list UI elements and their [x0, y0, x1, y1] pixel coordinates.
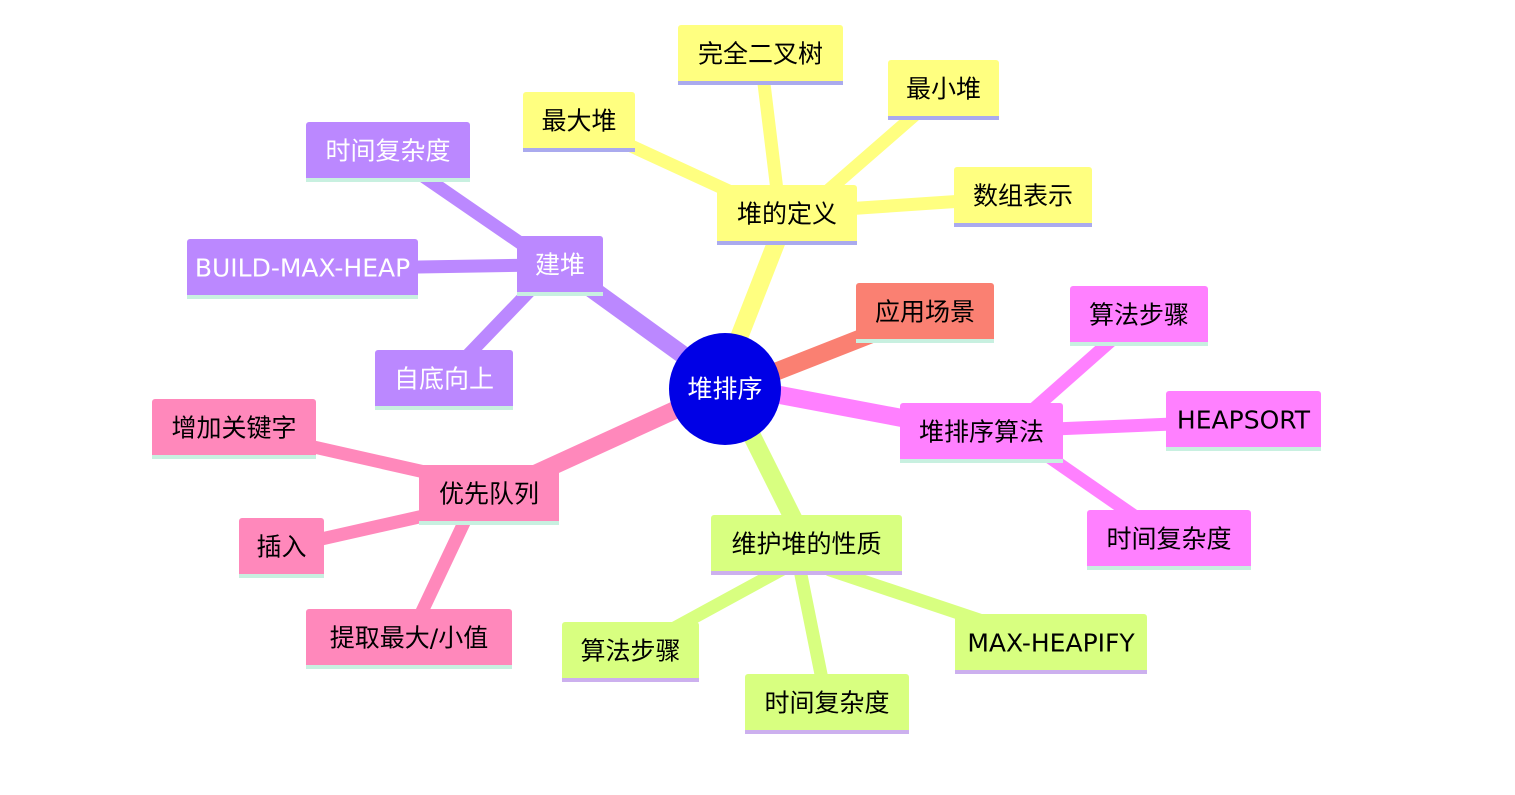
branch-0-child-1-box: [523, 92, 635, 152]
branch-3-child-0[interactable]: 算法步骤: [562, 622, 699, 682]
branch-5-child-2[interactable]: 自底向上: [375, 350, 513, 410]
branch-node-1-underline: [856, 339, 994, 343]
branch-0-child-1-label: 最大堆: [541, 107, 616, 136]
branch-0-child-3-underline: [954, 223, 1092, 227]
branch-0-child-2-label: 最小堆: [906, 75, 981, 104]
branch-2-child-1[interactable]: HEAPSORT: [1166, 391, 1321, 451]
branch-0-child-1[interactable]: 最大堆: [523, 92, 635, 152]
branch-node-5-box: [517, 236, 603, 296]
branch-2-child-2-label: 时间复杂度: [1106, 525, 1231, 554]
branch-node-4-box: [419, 465, 559, 525]
branch-3-child-1-underline: [745, 730, 909, 734]
branch-node-4-label: 优先队列: [439, 480, 539, 509]
branch-node-3[interactable]: 维护堆的性质: [711, 515, 902, 575]
branch-node-5-label: 建堆: [535, 251, 585, 280]
branch-node-2[interactable]: 堆排序算法: [900, 403, 1063, 463]
branch-node-1-box: [856, 283, 994, 343]
branch-node-2-box: [900, 403, 1063, 463]
branch-3-child-0-box: [562, 622, 699, 682]
branch-5-child-0[interactable]: 时间复杂度: [306, 122, 470, 182]
branch-node-2-underline: [900, 459, 1063, 463]
branch-4-child-2[interactable]: 提取最大/小值: [306, 609, 512, 669]
branch-0-child-0-underline: [678, 81, 843, 85]
branch-5-child-0-box: [306, 122, 470, 182]
branch-4-child-1-box: [239, 518, 324, 578]
branch-0-child-3-box: [954, 167, 1092, 227]
branch-3-child-0-underline: [562, 678, 699, 682]
branch-node-1[interactable]: 应用场景: [856, 283, 994, 343]
branch-4-child-0[interactable]: 增加关键字: [152, 399, 316, 459]
branch-node-0-label: 堆的定义: [737, 200, 837, 229]
branch-5-child-1-box: [187, 239, 418, 299]
branch-2-child-1-box: [1166, 391, 1321, 451]
branch-2-child-0[interactable]: 算法步骤: [1070, 286, 1208, 346]
branch-0-child-2-box: [888, 60, 999, 120]
branch-node-0-box: [717, 185, 857, 245]
branch-node-5[interactable]: 建堆: [517, 236, 603, 296]
branch-node-0[interactable]: 堆的定义: [717, 185, 857, 245]
branch-3-child-1-box: [745, 674, 909, 734]
root-circle: [669, 333, 781, 445]
branch-node-3-underline: [711, 571, 902, 575]
branch-4-child-1-label: 插入: [256, 533, 306, 562]
branch-4-child-1[interactable]: 插入: [239, 518, 324, 578]
branch-node-3-box: [711, 515, 902, 575]
branch-2-child-2[interactable]: 时间复杂度: [1087, 510, 1251, 570]
branch-node-1-label: 应用场景: [875, 298, 975, 327]
branch-5-child-2-underline: [375, 406, 513, 410]
branch-5-child-1-underline: [187, 295, 418, 299]
branch-4-child-0-box: [152, 399, 316, 459]
mind-map-nodes: 完全二叉树最大堆最小堆数组表示算法步骤HEAPSORT时间复杂度算法步骤时间复杂…: [152, 25, 1321, 734]
branch-2-child-2-box: [1087, 510, 1251, 570]
branch-3-child-2-underline: [955, 670, 1147, 674]
branch-4-child-2-label: 提取最大/小值: [330, 624, 488, 653]
branch-0-child-3[interactable]: 数组表示: [954, 167, 1092, 227]
branch-node-5-underline: [517, 292, 603, 296]
root-node[interactable]: 堆排序: [669, 333, 781, 445]
branch-node-4[interactable]: 优先队列: [419, 465, 559, 525]
branch-4-child-2-box: [306, 609, 512, 669]
branch-3-child-0-label: 算法步骤: [580, 637, 680, 666]
branch-4-child-1-underline: [239, 574, 324, 578]
branch-0-child-0-box: [678, 25, 843, 85]
branch-5-child-0-label: 时间复杂度: [325, 137, 450, 166]
branch-0-child-1-underline: [523, 148, 635, 152]
branch-2-child-2-underline: [1087, 566, 1251, 570]
branch-0-child-2[interactable]: 最小堆: [888, 60, 999, 120]
branch-3-child-1[interactable]: 时间复杂度: [745, 674, 909, 734]
branch-2-child-0-underline: [1070, 342, 1208, 346]
branch-2-child-1-underline: [1166, 447, 1321, 451]
branch-2-child-0-label: 算法步骤: [1089, 301, 1189, 330]
branch-2-child-0-box: [1070, 286, 1208, 346]
branch-3-child-2[interactable]: MAX-HEAPIFY: [955, 614, 1147, 674]
branch-3-child-2-label: MAX-HEAPIFY: [967, 629, 1135, 658]
branch-0-child-2-underline: [888, 116, 999, 120]
branch-0-child-0[interactable]: 完全二叉树: [678, 25, 843, 85]
branch-node-2-label: 堆排序算法: [919, 418, 1044, 447]
branch-node-4-underline: [419, 521, 559, 525]
branch-4-child-0-underline: [152, 455, 316, 459]
branch-5-child-1-label: BUILD-MAX-HEAP: [195, 254, 410, 283]
branch-5-child-0-underline: [306, 178, 470, 182]
branch-3-child-2-box: [955, 614, 1147, 674]
branch-0-child-3-label: 数组表示: [973, 182, 1073, 211]
root-label: 堆排序: [687, 375, 762, 404]
branch-5-child-2-box: [375, 350, 513, 410]
branch-2-child-1-label: HEAPSORT: [1177, 406, 1311, 435]
branch-node-3-label: 维护堆的性质: [731, 530, 881, 559]
branch-0-child-0-label: 完全二叉树: [698, 40, 823, 69]
branch-5-child-2-label: 自底向上: [394, 365, 494, 394]
branch-node-0-underline: [717, 241, 857, 245]
branch-5-child-1[interactable]: BUILD-MAX-HEAP: [187, 239, 418, 299]
branch-4-child-0-label: 增加关键字: [171, 414, 296, 443]
branch-3-child-1-label: 时间复杂度: [764, 689, 889, 718]
branch-4-child-2-underline: [306, 665, 512, 669]
